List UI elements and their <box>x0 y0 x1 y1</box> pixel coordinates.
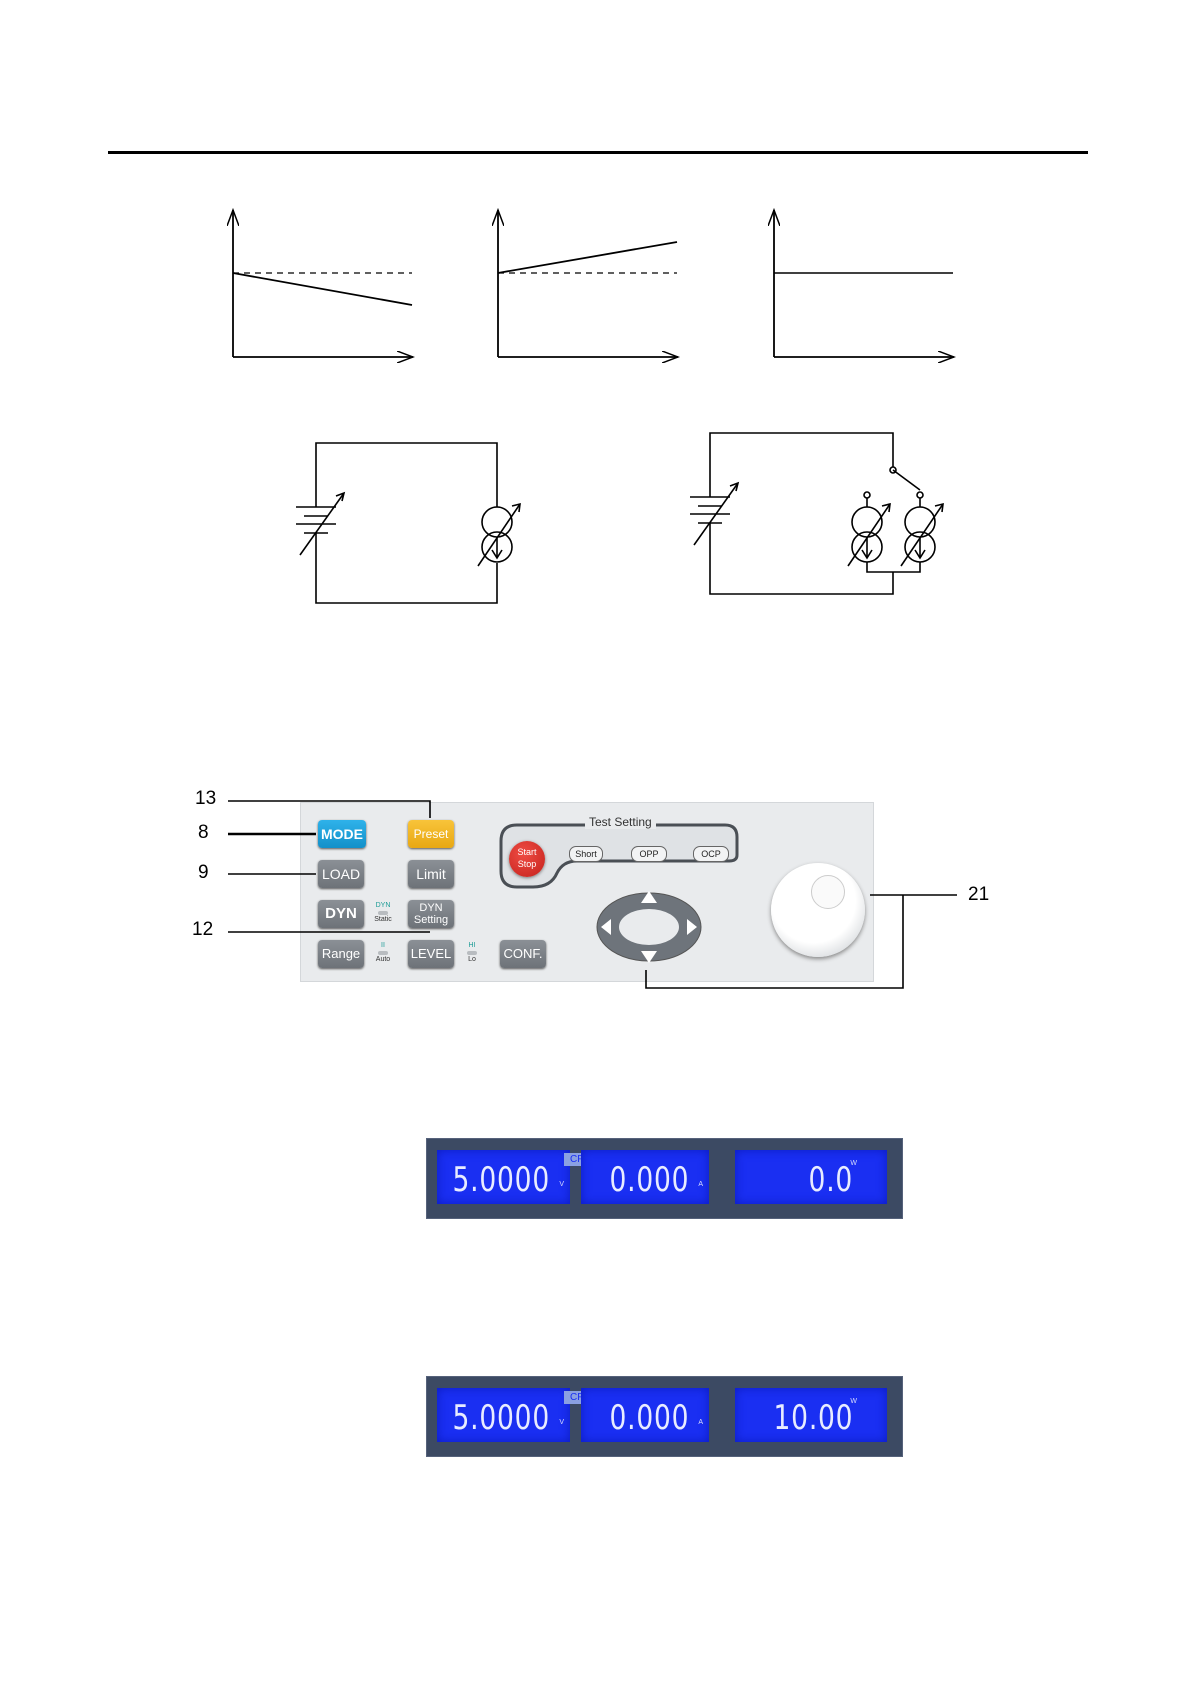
voltage-readout: CP 5.0000 V <box>437 1150 570 1204</box>
callout-13: 13 <box>195 788 216 810</box>
current-unit: A <box>698 1419 703 1426</box>
power-unit: W <box>850 1398 857 1405</box>
lcd-display-1: CP 5.0000 V 0.000 A 0.0 W <box>426 1138 903 1219</box>
callout-21: 21 <box>968 884 989 906</box>
current-readout: 0.000 A <box>581 1150 709 1204</box>
voltage-unit: V <box>559 1181 564 1188</box>
callout-lines <box>0 0 1190 1000</box>
voltage-unit: V <box>559 1419 564 1426</box>
callout-9: 9 <box>198 862 209 884</box>
current-readout: 0.000 A <box>581 1388 709 1442</box>
callout-12: 12 <box>192 919 213 941</box>
lcd-display-2: CP 5.0000 V 0.000 A 10.00 W <box>426 1376 903 1457</box>
power-readout: 0.0 W <box>735 1150 887 1204</box>
voltage-value: 5.0000 <box>453 1160 550 1200</box>
power-readout: 10.00 W <box>735 1388 887 1442</box>
callout-8: 8 <box>198 822 209 844</box>
current-value: 0.000 <box>609 1398 689 1438</box>
power-unit: W <box>850 1160 857 1167</box>
current-unit: A <box>698 1181 703 1188</box>
power-value: 0.0 <box>808 1160 853 1200</box>
voltage-readout: CP 5.0000 V <box>437 1388 570 1442</box>
voltage-value: 5.0000 <box>453 1398 550 1438</box>
power-value: 10.00 <box>773 1398 853 1438</box>
current-value: 0.000 <box>609 1160 689 1200</box>
